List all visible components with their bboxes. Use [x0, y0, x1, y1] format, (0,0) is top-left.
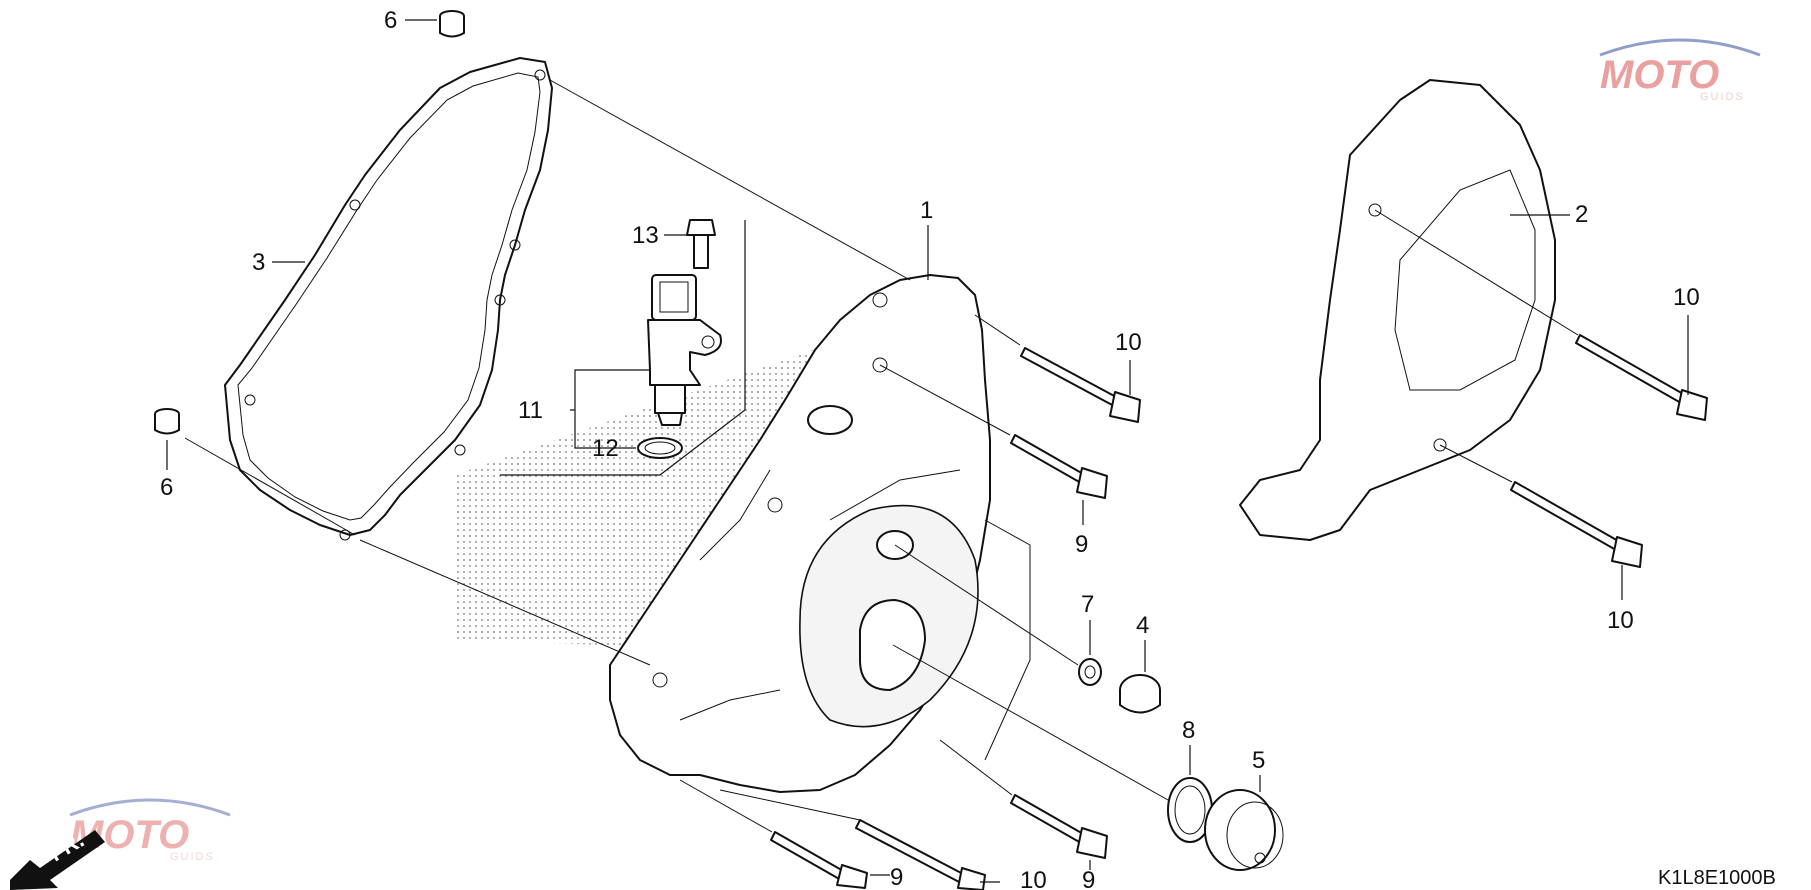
- dowel-pin-top: [439, 10, 465, 38]
- label-5: 5: [1252, 747, 1265, 774]
- diagram-code: K1L8E1000B: [1658, 867, 1776, 889]
- bolt-part-13: [686, 219, 716, 269]
- label-3: 3: [252, 249, 265, 276]
- dowel-pin-left: [154, 408, 180, 435]
- label-4: 4: [1136, 612, 1149, 639]
- bolt-10-top: [1020, 347, 1141, 423]
- washer-part-7: [1078, 658, 1102, 686]
- dotted-shading: [455, 330, 880, 650]
- label-6-left: 6: [160, 474, 173, 501]
- bolt-10-bottom: [855, 819, 986, 890]
- label-6-top: 6: [384, 7, 397, 34]
- svg-text:GUIDS: GUIDS: [170, 851, 215, 863]
- plug-part-4: [1119, 674, 1161, 714]
- sensor-part-11: [647, 274, 722, 426]
- gasket-part-3: [224, 57, 553, 541]
- cover-part-1: [609, 274, 991, 793]
- svg-text:GUIDS: GUIDS: [1700, 91, 1745, 103]
- label-10-bottom: 10: [1020, 867, 1047, 890]
- front-direction-arrow: FR.: [10, 827, 105, 890]
- label-9-bottom-right: 9: [1082, 867, 1095, 890]
- bolt-9-bottom-right: [1010, 794, 1108, 859]
- leader-lines: [166, 19, 1689, 883]
- label-10-right-top: 10: [1673, 284, 1700, 311]
- sensor-group-bracket: [500, 220, 746, 476]
- label-9-top: 9: [1075, 531, 1088, 558]
- label-8: 8: [1182, 717, 1195, 744]
- bolt-10-right-top: [1575, 334, 1708, 421]
- label-11: 11: [518, 397, 543, 424]
- label-7: 7: [1081, 591, 1094, 618]
- cover-part-2: [1239, 79, 1556, 541]
- alignment-lines: [184, 79, 1579, 833]
- bolt-9-top: [1010, 434, 1108, 499]
- label-13: 13: [632, 222, 659, 249]
- label-2: 2: [1575, 201, 1588, 228]
- cap-part-5: [1204, 789, 1284, 871]
- label-10-top: 10: [1115, 329, 1142, 356]
- bolt-10-right-bottom: [1510, 481, 1643, 568]
- label-10-right-bottom: 10: [1607, 607, 1634, 634]
- o-ring-part-12: [637, 437, 683, 459]
- part-labels: 1 2 3 4 5 6 6 7 8 9 9 9 10 10 10 10 11 1…: [160, 7, 1700, 890]
- bolt-9-bottom: [770, 831, 868, 889]
- label-12: 12: [592, 435, 619, 462]
- label-1: 1: [920, 197, 933, 224]
- label-9-bottom: 9: [890, 864, 903, 890]
- watermark-top-right: MOTO GUIDS: [1599, 38, 1761, 103]
- svg-text:MOTO: MOTO: [1600, 53, 1719, 97]
